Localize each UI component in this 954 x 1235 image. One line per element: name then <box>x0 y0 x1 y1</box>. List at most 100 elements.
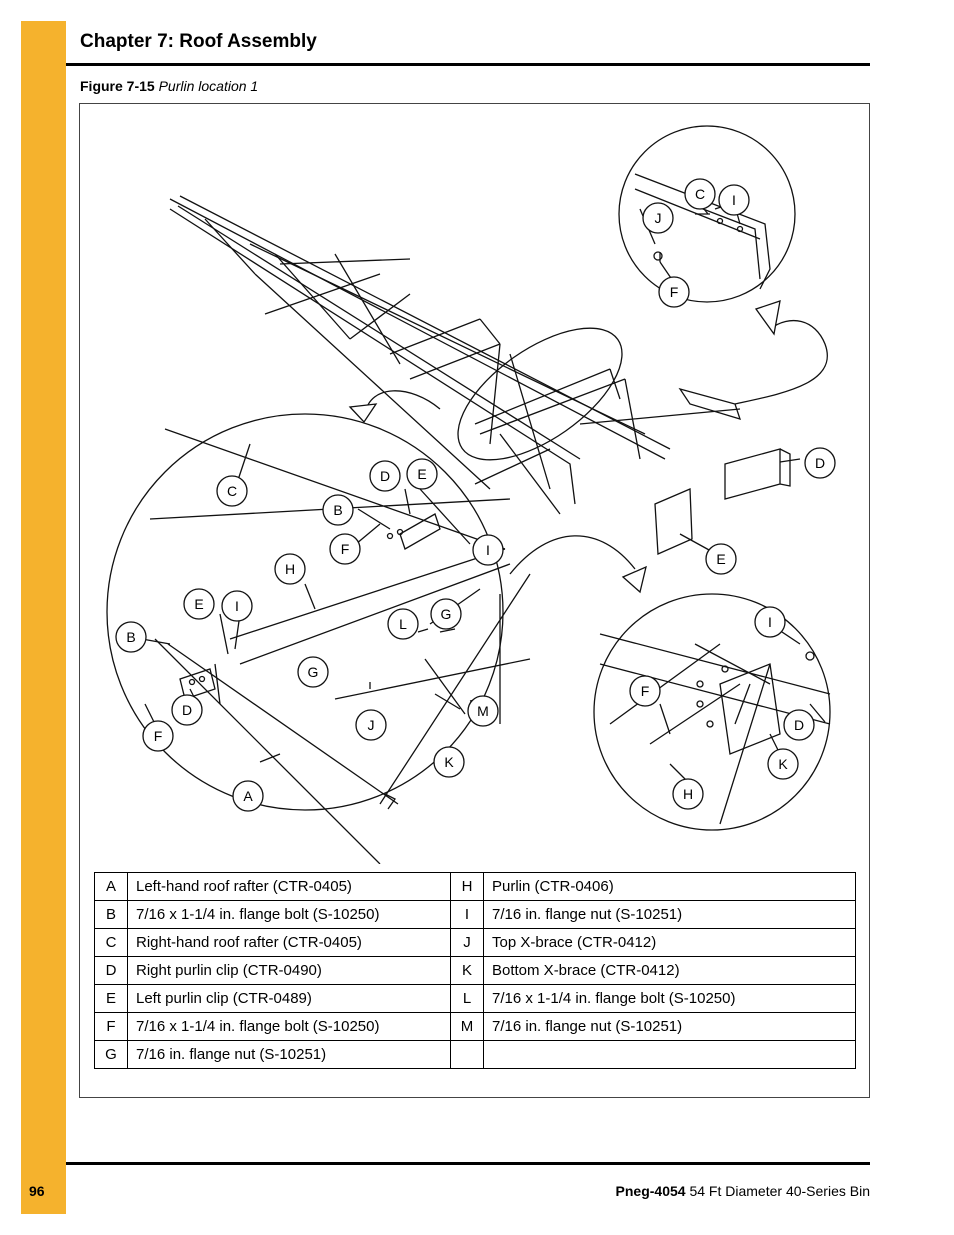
part-description: Bottom X-brace (CTR-0412) <box>483 956 856 985</box>
callout-j-top <box>642 202 674 234</box>
callout-d-lower <box>783 709 815 741</box>
callout-text: H <box>285 561 295 577</box>
callout-i-lower <box>754 606 786 638</box>
callout-f-lower <box>629 675 661 707</box>
callout-text: F <box>341 541 350 557</box>
part-key: M <box>450 1012 484 1041</box>
callout-text: G <box>441 606 452 622</box>
figure-frame <box>79 103 870 1098</box>
part-description: Top X-brace (CTR-0412) <box>483 928 856 957</box>
callout-text: H <box>683 786 693 802</box>
callout-i-left <box>221 590 253 622</box>
callout-f-main <box>329 533 361 565</box>
callout-b-left <box>115 621 147 653</box>
rafter-assembly-overview <box>169 195 742 515</box>
callout-h-lower <box>672 778 704 810</box>
table-row: B 7/16 x 1-1/4 in. flange bolt (S-10250)… <box>94 900 856 929</box>
callout-f-left <box>142 720 174 752</box>
callout-e-clip <box>705 543 737 575</box>
callout-text: K <box>778 756 788 772</box>
callout-text: B <box>333 502 342 518</box>
callout-a-main <box>232 780 264 812</box>
callout-i-main <box>472 534 504 566</box>
page-number: 96 <box>29 1183 45 1199</box>
callout-text: D <box>794 717 804 733</box>
callout-text: I <box>732 192 736 208</box>
callout-text: I <box>235 598 239 614</box>
right-purlin-clip-part <box>724 448 781 500</box>
footer-rule <box>66 1162 870 1165</box>
part-key: F <box>94 1012 128 1041</box>
left-purlin-clip-part <box>654 488 693 555</box>
callout-text: F <box>154 728 163 744</box>
callout-text: A <box>243 788 253 804</box>
part-key: D <box>94 956 128 985</box>
figure-caption-text: Purlin location 1 <box>158 78 259 94</box>
part-description: 7/16 in. flange nut (S-10251) <box>483 1012 856 1041</box>
part-description: Purlin (CTR-0406) <box>483 872 856 901</box>
part-key: E <box>94 984 128 1013</box>
callout-e-left <box>183 588 215 620</box>
part-description <box>483 1040 856 1069</box>
table-row: G 7/16 in. flange nut (S-10251) <box>94 1040 856 1069</box>
callout-text: F <box>670 284 679 300</box>
callout-text: D <box>380 468 390 484</box>
callout-text: I <box>486 542 490 558</box>
part-key: G <box>94 1040 128 1069</box>
part-key: H <box>450 872 484 901</box>
callout-text: C <box>227 483 237 499</box>
callout-text: L <box>399 616 407 632</box>
chapter-title: Chapter 7: Roof Assembly <box>80 31 317 52</box>
document-title: 54 Ft Diameter 40-Series Bin <box>689 1183 870 1199</box>
callout-text: F <box>641 683 650 699</box>
callout-d-left <box>171 694 203 726</box>
table-row: F 7/16 x 1-1/4 in. flange bolt (S-10250)… <box>94 1012 856 1041</box>
callout-k-lower <box>767 748 799 780</box>
callout-e-main <box>406 458 438 490</box>
callout-c-top <box>684 178 716 210</box>
callout-j-main <box>355 709 387 741</box>
callout-h-main <box>274 553 306 585</box>
callout-g-mid <box>297 656 329 688</box>
document-id: Pneg-4054 <box>615 1183 686 1199</box>
figure-number: Figure 7-15 <box>80 78 155 94</box>
callout-b-main <box>322 494 354 526</box>
part-description: Right purlin clip (CTR-0490) <box>127 956 451 985</box>
callout-c-main <box>216 475 248 507</box>
callout-text: E <box>194 596 203 612</box>
table-row: A Left-hand roof rafter (CTR-0405) H Pur… <box>94 872 856 901</box>
header-rule <box>66 63 870 66</box>
callout-l-main <box>387 608 419 640</box>
table-row: C Right-hand roof rafter (CTR-0405) J To… <box>94 928 856 957</box>
part-key: L <box>450 984 484 1013</box>
callout-d-main <box>369 460 401 492</box>
part-description: 7/16 in. flange nut (S-10251) <box>483 900 856 929</box>
part-key <box>450 1040 484 1069</box>
parts-table: A Left-hand roof rafter (CTR-0405) H Pur… <box>94 872 856 1069</box>
callout-text: E <box>716 551 725 567</box>
part-key: J <box>450 928 484 957</box>
callout-text: D <box>182 702 192 718</box>
part-key: B <box>94 900 128 929</box>
top-detail-circle <box>618 125 796 303</box>
callout-text: K <box>444 754 454 770</box>
part-description: 7/16 x 1-1/4 in. flange bolt (S-10250) <box>127 1012 451 1041</box>
table-row: E Left purlin clip (CTR-0489) L 7/16 x 1… <box>94 984 856 1013</box>
table-row: D Right purlin clip (CTR-0490) K Bottom … <box>94 956 856 985</box>
callout-text: D <box>815 455 825 471</box>
callout-text: I <box>768 614 772 630</box>
callout-text: G <box>308 664 319 680</box>
callout-k-main <box>433 746 465 778</box>
chapter-side-bar <box>21 21 66 1214</box>
part-key: I <box>450 900 484 929</box>
part-description: 7/16 in. flange nut (S-10251) <box>127 1040 451 1069</box>
lower-detail-circle <box>593 593 831 831</box>
main-detail-circle <box>106 413 504 811</box>
callout-text: J <box>368 717 375 733</box>
part-description: 7/16 x 1-1/4 in. flange bolt (S-10250) <box>483 984 856 1013</box>
callout-i-top <box>718 184 750 216</box>
part-description: Right-hand roof rafter (CTR-0405) <box>127 928 451 957</box>
callout-text: M <box>477 703 489 719</box>
figure-caption: Figure 7-15 Purlin location 1 <box>80 78 258 94</box>
part-key: C <box>94 928 128 957</box>
